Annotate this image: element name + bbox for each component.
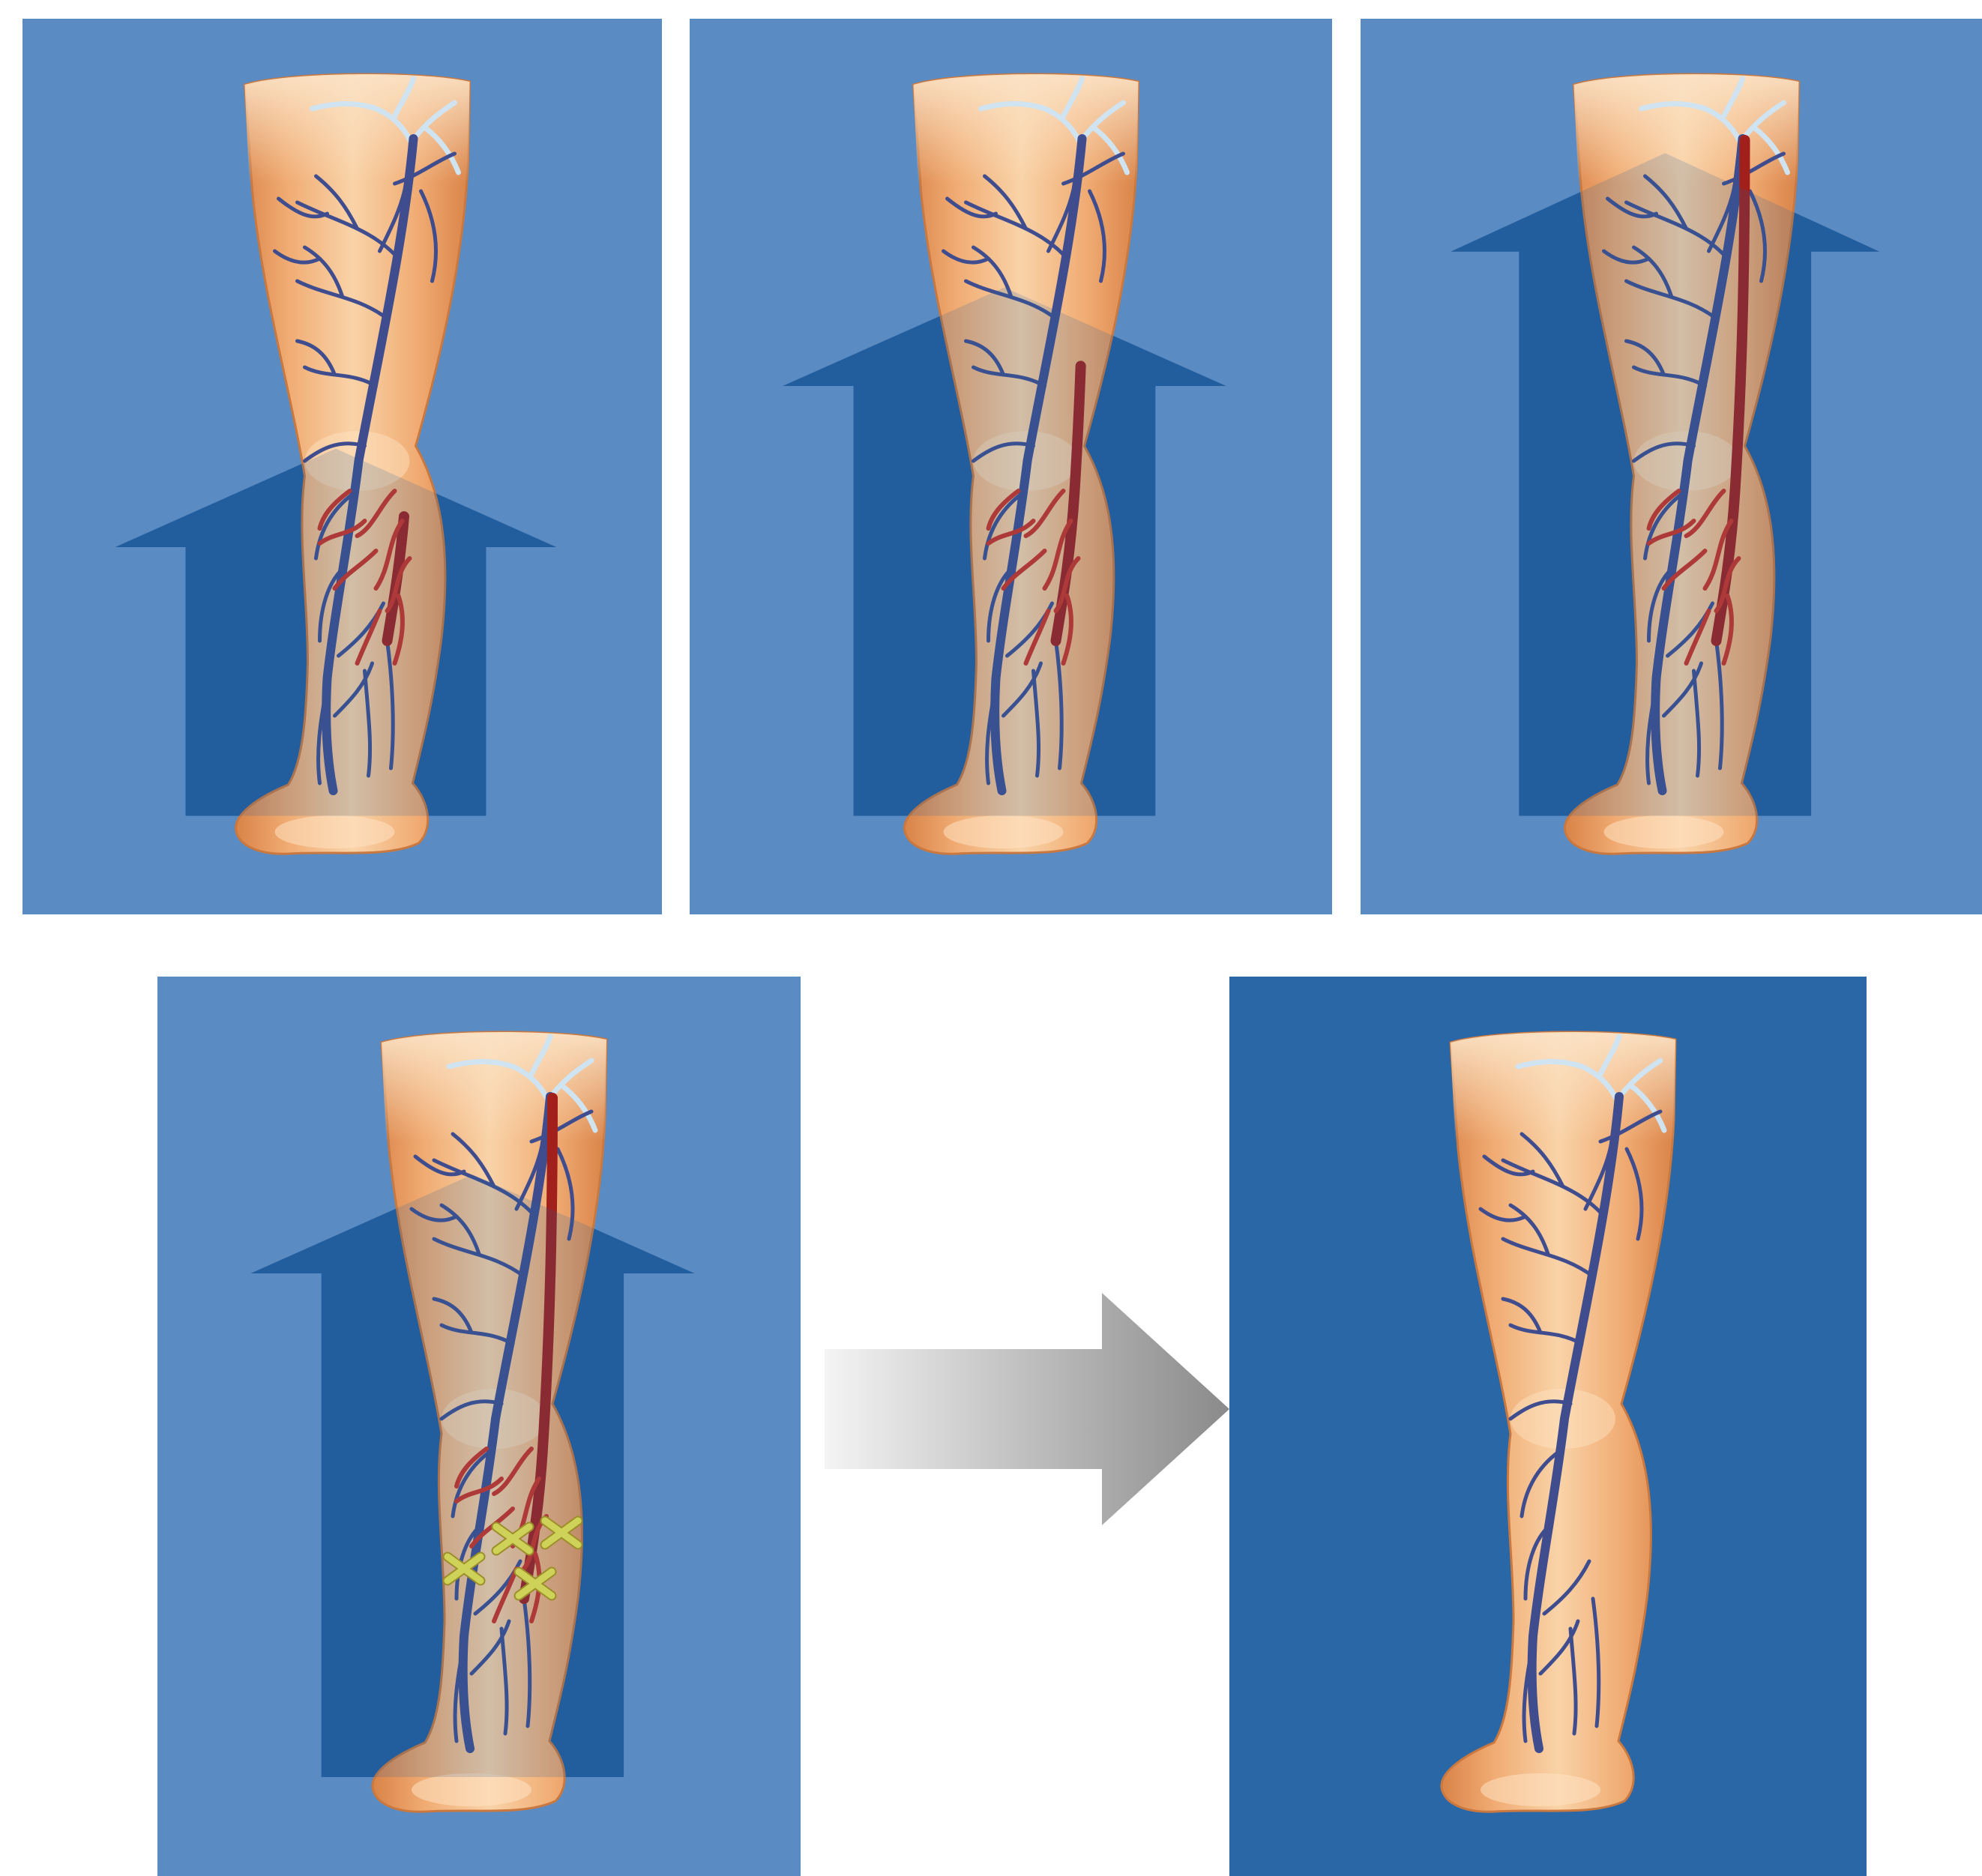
- thigh-highlight: [245, 74, 470, 184]
- panel-stage-1: [22, 19, 662, 914]
- thigh-highlight: [382, 1032, 606, 1141]
- thigh-highlight: [914, 74, 1139, 184]
- foot-highlight: [1604, 815, 1724, 848]
- foot-highlight: [944, 815, 1064, 848]
- panel-treatment: [157, 977, 801, 1876]
- panel-result: [1229, 977, 1867, 1876]
- panel-stage-2: [690, 19, 1332, 914]
- thigh-highlight: [1451, 1032, 1675, 1141]
- foot-highlight: [1481, 1773, 1600, 1806]
- foot-highlight: [275, 815, 395, 848]
- foot-highlight: [412, 1773, 531, 1806]
- right-arrow-icon: [825, 1293, 1229, 1525]
- panel-stage-3: [1361, 19, 1982, 914]
